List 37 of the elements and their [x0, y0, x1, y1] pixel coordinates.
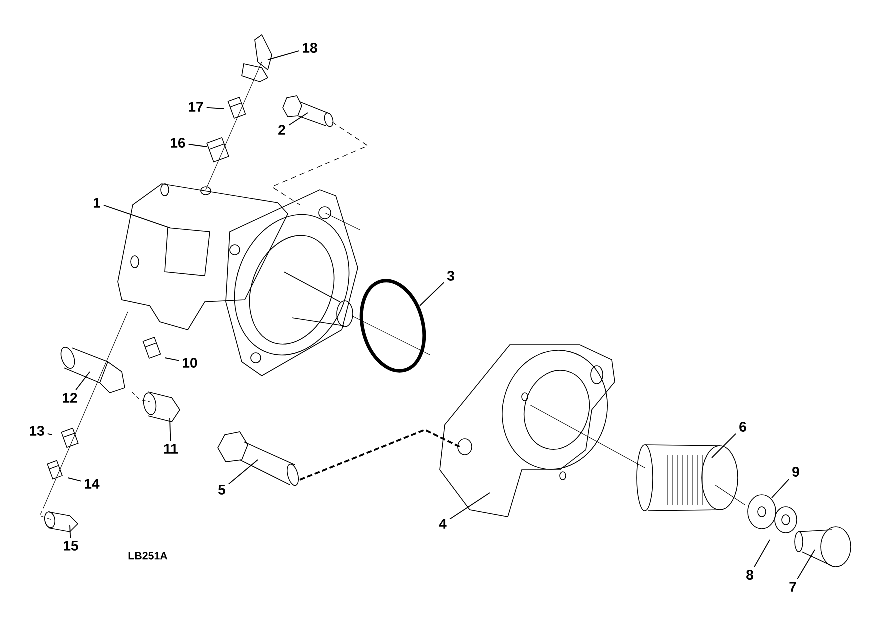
callout-number: 11 [164, 444, 178, 454]
callout-number: 4 [439, 519, 447, 529]
leader-line [70, 524, 72, 539]
leader-line [47, 433, 52, 436]
callout-number: 5 [218, 485, 226, 495]
leader-line [188, 144, 208, 148]
callout-number: 6 [740, 422, 746, 432]
callout-number: 9 [792, 467, 800, 477]
callout-number: 17 [189, 102, 204, 112]
leader-line [68, 478, 82, 482]
leader-line [164, 358, 180, 362]
callout-number: 13 [30, 426, 44, 436]
leader-line [797, 550, 816, 580]
callout-number: 14 [85, 479, 100, 489]
callout-number: 16 [171, 138, 186, 148]
leader-line [420, 282, 444, 306]
leader-line [754, 540, 770, 568]
callout-number: 18 [303, 43, 318, 53]
leader-line [288, 112, 308, 126]
callout-number: 2 [278, 125, 286, 135]
leader-line [76, 372, 90, 391]
leader-line [772, 479, 790, 498]
leader-line [170, 418, 172, 442]
leader-line [104, 204, 170, 228]
leader-line [206, 107, 224, 110]
callout-number: 10 [183, 358, 198, 368]
callout-number: 8 [746, 570, 754, 580]
callout-number: 15 [64, 541, 78, 551]
leader-line [268, 50, 300, 60]
callout-number: 3 [447, 271, 454, 281]
leader-line [712, 434, 737, 458]
leader-line [228, 460, 258, 485]
callout-number: 12 [63, 393, 78, 403]
callout-number: 1 [94, 198, 100, 208]
drawing-code: LB251A [128, 552, 168, 560]
leader-line [450, 492, 490, 520]
callout-number: 7 [790, 582, 796, 592]
